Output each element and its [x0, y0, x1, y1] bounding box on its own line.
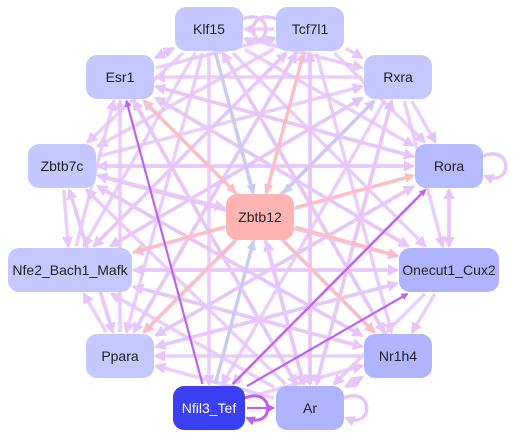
- node-label: Zbtb7c: [41, 158, 84, 174]
- self-loop-layer: [242, 15, 508, 427]
- node-box: [173, 386, 245, 430]
- edge-ppara-to-tcf7l1: [132, 51, 298, 333]
- node-label: Nfe2_Bach1_Mafk: [12, 262, 128, 278]
- edge-klf15-to-zbtb12: [214, 52, 256, 194]
- node-label: Rxra: [383, 69, 413, 85]
- node-onecut1-cux2[interactable]: Onecut1_Cux2: [399, 248, 499, 292]
- node-ppara[interactable]: Ppara: [86, 334, 154, 378]
- edge-esr1-to-onecut1_cux2: [155, 96, 411, 248]
- node-rxra[interactable]: Rxra: [364, 55, 432, 99]
- self-loop-tcf7l1: [251, 15, 277, 48]
- edge-esr1-to-klf15: [155, 46, 176, 60]
- edge-esr1-to-ar: [132, 100, 298, 386]
- edge-tcf7l1-to-zbtb7c: [95, 47, 275, 148]
- edge-klf15-to-onecut1_cux2: [231, 51, 427, 248]
- node-label: Tcf7l1: [292, 21, 329, 37]
- node-zbtb7c[interactable]: Zbtb7c: [28, 144, 96, 188]
- edge-ppara-to-nfe2_bach1_mafk: [82, 292, 108, 333]
- edge-tcf7l1-to-rxra: [345, 47, 365, 59]
- node-rora[interactable]: Rora: [415, 144, 483, 188]
- node-box: [86, 334, 154, 378]
- node-label: Onecut1_Cux2: [402, 262, 496, 278]
- node-nr1h4[interactable]: Nr1h4: [364, 334, 432, 378]
- node-label: Ar: [303, 400, 317, 416]
- node-esr1[interactable]: Esr1: [86, 55, 154, 99]
- node-label: Nfil3_Tef: [182, 400, 237, 416]
- node-box: [8, 248, 132, 292]
- self-loop-ar: [343, 394, 369, 427]
- node-label: Ppara: [101, 348, 139, 364]
- edge-nfil3_tef-to-esr1: [124, 99, 204, 385]
- node-label: Nr1h4: [379, 348, 417, 364]
- node-ar[interactable]: Ar: [276, 386, 344, 430]
- node-box: [364, 55, 432, 99]
- edge-ppara-to-onecut1_cux2: [155, 280, 400, 349]
- node-tcf7l1[interactable]: Tcf7l1: [276, 7, 344, 51]
- self-loop-rora: [482, 152, 508, 185]
- edge-ppara-to-rora: [155, 185, 415, 337]
- edge-nfil3_tef-to-onecut1_cux2: [246, 293, 409, 388]
- self-loop-klf15: [242, 15, 268, 48]
- node-label: Rora: [434, 158, 465, 174]
- node-box: [175, 7, 243, 51]
- edge-zbtb12-to-rora: [295, 173, 415, 209]
- edge-esr1-to-zbtb12: [142, 99, 237, 194]
- node-box: [86, 55, 154, 99]
- node-label: Esr1: [106, 69, 135, 85]
- node-zbtb12[interactable]: Zbtb12: [226, 194, 294, 240]
- edge-nfil3_tef-to-zbtb12: [213, 240, 256, 385]
- node-box: [276, 7, 344, 51]
- node-layer: Zbtb12 Klf15 Tcf7l1RxraRoraOnecut1_Cux2Nr1…: [8, 7, 499, 430]
- edge-nfil3_tef-to-rora: [232, 189, 427, 385]
- node-box: [364, 334, 432, 378]
- edge-nfe2_bach1_mafk-to-nr1h4: [133, 285, 365, 350]
- edge-zbtb12-to-ppara: [142, 240, 236, 334]
- edge-zbtb7c-to-nr1h4: [97, 184, 365, 338]
- edge-ar-to-nr1h4: [345, 375, 364, 389]
- edge-nfil3_tef-to-nr1h4: [246, 362, 365, 400]
- node-nfe2-bach1-mafk[interactable]: Nfe2_Bach1_Mafk: [8, 248, 132, 292]
- edge-zbtb12-to-onecut1_cux2: [295, 225, 399, 258]
- node-box: [276, 386, 344, 430]
- node-box: [415, 144, 483, 188]
- edge-zbtb12-to-nfe2_bach1_mafk: [132, 225, 225, 255]
- node-box: [399, 248, 499, 292]
- node-label: Zbtb12: [238, 209, 282, 225]
- edge-rxra-to-zbtb12: [283, 99, 376, 194]
- edge-rxra-to-rora: [410, 100, 437, 145]
- node-box: [226, 194, 294, 240]
- node-label: Klf15: [193, 21, 225, 37]
- edge-zbtb7c-to-nfe2_bach1_mafk: [61, 189, 74, 249]
- edge-tcf7l1-to-zbtb12: [263, 52, 306, 194]
- edge-onecut1_cux2-to-nr1h4: [410, 293, 437, 334]
- edge-zbtb7c-to-rxra: [97, 83, 365, 159]
- edge-nr1h4-to-klf15: [221, 51, 386, 333]
- node-box: [28, 144, 96, 188]
- node-nfil3-tef[interactable]: Nfil3_Tef: [173, 386, 245, 430]
- node-klf15[interactable]: Klf15: [175, 7, 243, 51]
- edge-ar-to-nfe2_bach1_mafk: [109, 292, 275, 389]
- self-loop-nfil3_tef: [244, 394, 270, 426]
- edge-rxra-to-nfil3_tef: [221, 100, 386, 387]
- edge-nfe2_bach1_mafk-to-rxra: [109, 96, 364, 248]
